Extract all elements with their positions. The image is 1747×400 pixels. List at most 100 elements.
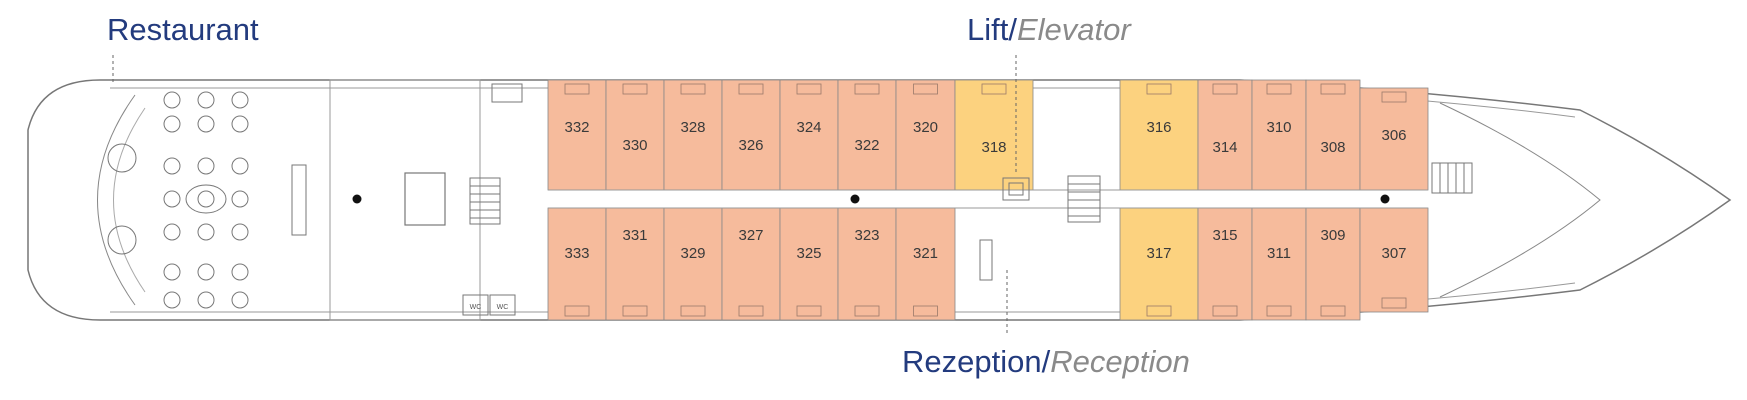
lift-label: Lift/Elevator: [967, 12, 1131, 48]
cabin-furniture: [564, 83, 590, 95]
restaurant-table: [231, 291, 249, 309]
cabin-furniture: [1381, 297, 1407, 309]
restaurant-text: Restaurant: [107, 12, 259, 47]
lift-separator: /: [1008, 12, 1017, 47]
cabin-309[interactable]: [1305, 207, 1361, 321]
cabin-315[interactable]: [1197, 207, 1253, 321]
restaurant-table: [197, 190, 215, 208]
cabin-number-317: 317: [1146, 245, 1171, 262]
stairs-bow-icon: [1431, 162, 1473, 194]
cabin-331[interactable]: [605, 207, 665, 321]
bow-outline: [1439, 102, 1601, 298]
stern-curve-inner: [113, 107, 146, 293]
cabin-number-316: 316: [1146, 119, 1171, 136]
cabin-322[interactable]: [837, 79, 897, 191]
reception-text-en: Reception: [1050, 344, 1190, 379]
restaurant-table: [197, 223, 215, 241]
cabin-furniture: [854, 305, 880, 317]
restaurant-table: [163, 190, 181, 208]
restaurant-oval-table: [185, 184, 227, 214]
restaurant-table: [231, 91, 249, 109]
cabin-furniture: [1320, 305, 1346, 317]
cabin-number-329: 329: [680, 245, 705, 262]
cabin-number-314: 314: [1212, 139, 1237, 156]
cabin-307[interactable]: [1359, 207, 1429, 313]
restaurant-table: [231, 115, 249, 133]
cabin-318[interactable]: [954, 79, 1034, 191]
cabin-number-320: 320: [913, 119, 938, 136]
cabin-311[interactable]: [1251, 207, 1307, 321]
cabin-323[interactable]: [837, 207, 897, 321]
marker-dot: [850, 194, 860, 204]
cabin-330[interactable]: [605, 79, 665, 191]
cabin-furniture: [738, 83, 764, 95]
cabin-number-323: 323: [854, 227, 879, 244]
cabin-furniture: [622, 305, 648, 317]
cabin-furniture: [564, 305, 590, 317]
cabin-325[interactable]: [779, 207, 839, 321]
wc-2: [489, 294, 516, 316]
cabin-314[interactable]: [1197, 79, 1253, 191]
wc-1-label: WC: [470, 304, 482, 311]
cabin-furniture: [738, 305, 764, 317]
reception-text-de: Rezeption: [902, 344, 1042, 379]
cabins: 3323303283263243223203183163143103083063…: [547, 79, 1429, 321]
cabin-308[interactable]: [1305, 79, 1361, 191]
cabin-furniture: [1266, 305, 1292, 317]
cabin-326[interactable]: [721, 79, 781, 191]
reception-separator: /: [1041, 344, 1051, 379]
cabin-furniture: [1212, 83, 1238, 95]
cabin-321[interactable]: [895, 207, 956, 321]
cabin-number-333: 333: [564, 245, 589, 262]
cabin-number-308: 308: [1320, 139, 1345, 156]
cabin-number-310: 310: [1266, 119, 1291, 136]
restaurant-table: [163, 263, 181, 281]
cabin-furniture: [1146, 305, 1172, 317]
restaurant-table: [163, 223, 181, 241]
cabin-number-315: 315: [1212, 227, 1237, 244]
cabin-furniture: [680, 83, 706, 95]
cabin-327[interactable]: [721, 207, 781, 321]
restaurant-table: [163, 291, 181, 309]
cabin-furniture: [796, 83, 822, 95]
cabin-number-322: 322: [854, 137, 879, 154]
cabin-furniture: [913, 305, 938, 317]
stairs-left-icon: [469, 177, 501, 225]
cabin-329[interactable]: [663, 207, 723, 321]
restaurant-table: [231, 263, 249, 281]
stairs-top-icon: [491, 83, 523, 103]
restaurant-label: Restaurant: [107, 12, 259, 48]
cabin-number-330: 330: [622, 137, 647, 154]
cabin-furniture: [854, 83, 880, 95]
cabin-number-325: 325: [796, 245, 821, 262]
lift-text-de: Lift: [967, 12, 1009, 47]
cabin-328[interactable]: [663, 79, 723, 191]
restaurant-table: [197, 115, 215, 133]
cabin-furniture: [1266, 83, 1292, 95]
cabin-number-326: 326: [738, 137, 763, 154]
cabin-333[interactable]: [547, 207, 607, 321]
cabin-furniture: [680, 305, 706, 317]
cabin-furniture: [622, 83, 648, 95]
cabin-number-307: 307: [1381, 245, 1406, 262]
cabin-332[interactable]: [547, 79, 607, 191]
cabin-furniture: [1320, 83, 1346, 95]
cabin-320[interactable]: [895, 79, 956, 191]
restaurant-round-table: [107, 225, 137, 255]
cabin-furniture: [1146, 83, 1172, 95]
cabin-number-328: 328: [680, 119, 705, 136]
cabin-316[interactable]: [1119, 79, 1199, 191]
restaurant-table: [197, 291, 215, 309]
wc-1: [462, 294, 489, 316]
reception-label: Rezeption/Reception: [902, 344, 1190, 380]
restaurant-buffet: [291, 164, 307, 236]
cabin-furniture: [796, 305, 822, 317]
cabin-317[interactable]: [1119, 207, 1199, 321]
restaurant-table: [197, 263, 215, 281]
wc-2-label: WC: [497, 304, 509, 311]
cabin-number-306: 306: [1381, 127, 1406, 144]
cabin-number-332: 332: [564, 119, 589, 136]
restaurant-table: [197, 157, 215, 175]
cabin-number-318: 318: [981, 139, 1006, 156]
